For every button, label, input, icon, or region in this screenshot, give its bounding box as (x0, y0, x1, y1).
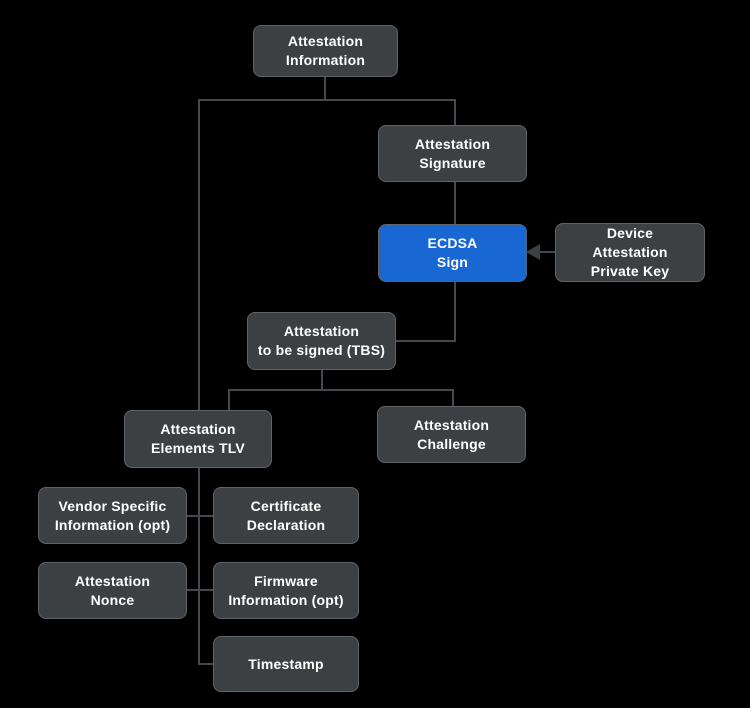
connector-top-branch (198, 99, 456, 101)
node-vendor-specific-information-label: Vendor Specific Information (opt) (54, 497, 171, 533)
connector-down-to-signature (454, 99, 456, 126)
node-device-attestation-private-key: Device Attestation Private Key (555, 223, 705, 282)
connector-tbs-branch (228, 389, 454, 391)
connector-down-to-challenge (452, 389, 454, 407)
connector-down-to-tlv (228, 389, 230, 411)
node-attestation-nonce-label: Attestation Nonce (74, 572, 151, 608)
node-certificate-declaration: Certificate Declaration (213, 487, 359, 544)
connector-ecdsa-to-tbs (396, 340, 456, 342)
node-attestation-elements-tlv: Attestation Elements TLV (124, 410, 272, 468)
node-attestation-information-label: Attestation Information (285, 33, 366, 68)
connector-info-down (324, 77, 326, 101)
node-attestation-signature-label: Attestation Signature (414, 135, 491, 171)
node-ecdsa-sign: ECDSA Sign (378, 224, 527, 282)
arrowhead-left-icon (526, 244, 540, 260)
connector-tlv-trunk (198, 468, 200, 665)
node-certificate-declaration-label: Certificate Declaration (246, 497, 326, 533)
connector-privatekey-to-ecdsa (538, 251, 555, 253)
node-attestation-challenge: Attestation Challenge (377, 406, 526, 463)
connector-vendor-certificate (187, 515, 213, 517)
node-firmware-information: Firmware Information (opt) (213, 562, 359, 619)
node-ecdsa-sign-label: ECDSA Sign (427, 235, 478, 270)
node-timestamp-label: Timestamp (248, 655, 324, 672)
connector-to-timestamp (198, 663, 213, 665)
node-attestation-elements-tlv-label: Attestation Elements TLV (151, 421, 245, 456)
node-timestamp: Timestamp (213, 636, 359, 692)
node-vendor-specific-information: Vendor Specific Information (opt) (38, 487, 187, 544)
node-attestation-tbs: Attestation to be signed (TBS) (247, 312, 396, 370)
connector-signature-to-ecdsa (454, 182, 456, 224)
node-attestation-tbs-label: Attestation to be signed (TBS) (257, 323, 386, 358)
node-device-attestation-private-key-label: Device Attestation Private Key (590, 225, 670, 279)
node-attestation-challenge-label: Attestation Challenge (413, 416, 490, 452)
node-attestation-signature: Attestation Signature (378, 125, 527, 182)
connector-ecdsa-down (454, 282, 456, 342)
node-attestation-information: Attestation Information (253, 25, 398, 77)
node-attestation-nonce: Attestation Nonce (38, 562, 187, 619)
node-firmware-information-label: Firmware Information (opt) (228, 572, 344, 608)
connector-left-trunk-to-tlv (198, 99, 200, 411)
connector-nonce-firmware (187, 589, 213, 591)
connector-tbs-down (321, 370, 323, 391)
